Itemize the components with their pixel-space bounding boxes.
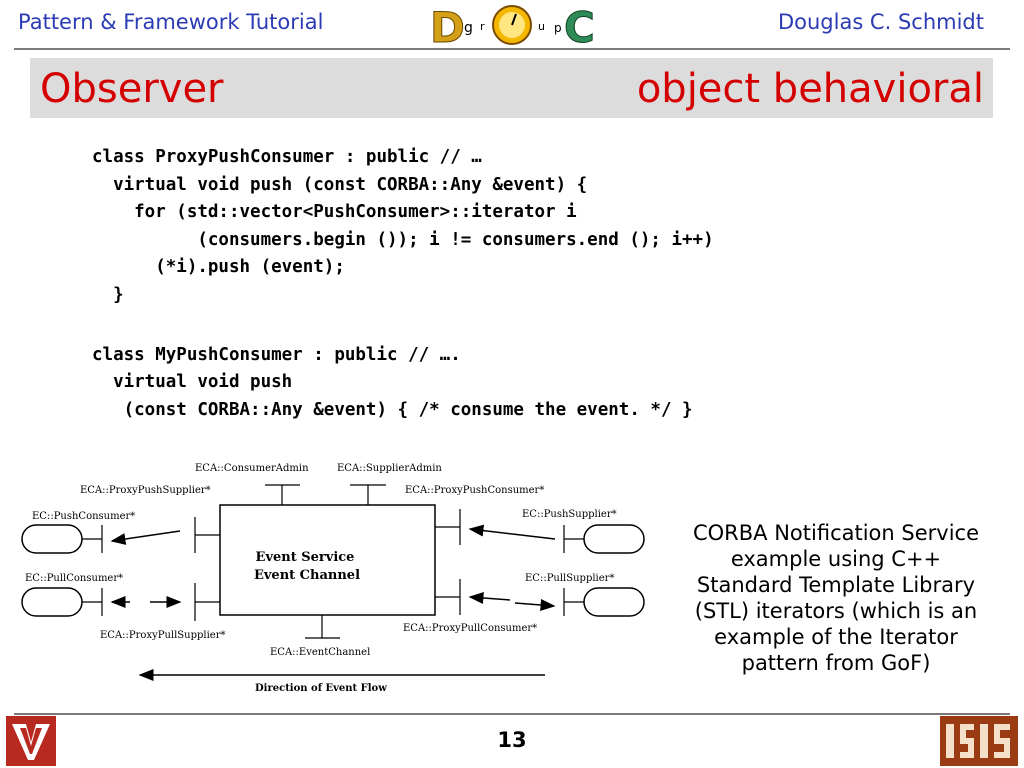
logo-letter-c: C [564,3,595,48]
channel-label-1: Event Service [256,550,355,565]
code-line: (consumers.begin ()); i != consumers.end… [92,230,714,250]
slide-title: Observer [40,66,224,112]
code-line: virtual void push [92,372,293,392]
push-arrow-right [468,524,556,540]
header-right-text: Douglas C. Schmidt [777,10,984,34]
isis-logo [940,716,1018,766]
push-supplier-label: EC::PushSupplier* [522,509,617,520]
channel-label-2: Event Channel [254,568,360,583]
supplier-admin-label: ECA::SupplierAdmin [337,463,442,474]
code-line: (*i).push (event); [92,257,345,277]
logo-letter-d: D [430,3,465,48]
logo-letter-r: r [480,20,485,33]
pull-arrow-right-b [514,598,556,611]
push-consumer-label: EC::PushConsumer* [32,511,135,522]
header-left-text: Pattern & Framework Tutorial [18,10,324,34]
code-line: class ProxyPushConsumer : public // … [92,147,482,167]
proxy-pull-consumer-label: ECA::ProxyPullConsumer* [403,623,537,634]
code-line: for (std::vector<PushConsumer>::iterator… [92,202,577,222]
logo-letter-g: g [464,20,473,36]
header-rule [14,48,1010,50]
flow-label: Direction of Event Flow [255,683,387,694]
pull-consumer-label: EC::PullConsumer* [25,573,123,584]
logo-letter-u: u [538,20,545,33]
push-arrow-left [110,530,181,545]
logo-clock-hand [511,13,517,26]
caption-line: example of the Iterator [714,625,958,649]
push-consumer-capsule [21,524,83,554]
proxy-push-consumer-label: ECA::ProxyPushConsumer* [405,485,544,496]
slide-subtitle: object behavioral [636,66,984,112]
code-line: } [92,285,124,305]
consumer-admin-label: ECA::ConsumerAdmin [195,463,309,474]
pull-supplier-label: EC::PullSupplier* [525,573,614,584]
event-channel-box [219,504,436,616]
event-channel-label: ECA::EventChannel [270,647,370,658]
title-bar [30,58,993,118]
caption-line: pattern from GoF) [741,651,931,675]
caption-line: example using C++ [730,547,942,571]
doc-group-logo: D g r O u p C [430,3,595,49]
caption-line: CORBA Notification Service [692,521,979,545]
pull-arrow-right-a [468,592,511,604]
proxy-pull-supplier-label: ECA::ProxyPullSupplier* [100,630,225,641]
pull-supplier-capsule [583,587,645,617]
vanderbilt-logo [6,716,56,766]
logo-letter-p: p [554,21,562,35]
page-number: 13 [497,728,527,752]
code-line: class MyPushConsumer : public // …. [92,345,461,365]
pull-consumer-capsule [21,587,83,617]
push-supplier-capsule [583,524,645,554]
proxy-push-supplier-label: ECA::ProxyPushSupplier* [80,485,211,496]
event-channel-diagram: Event Service Event Channel ECA::Consume… [21,463,645,694]
caption-line: Standard Template Library [696,573,976,597]
code-line: virtual void push (const CORBA::Any &eve… [92,175,588,195]
footer-rule [14,713,1010,715]
code-line: (const CORBA::Any &event) { /* consume t… [92,400,693,420]
caption-line: (STL) iterators (which is an [694,599,978,623]
diagram-caption: CORBA Notification Service example using… [676,520,996,676]
